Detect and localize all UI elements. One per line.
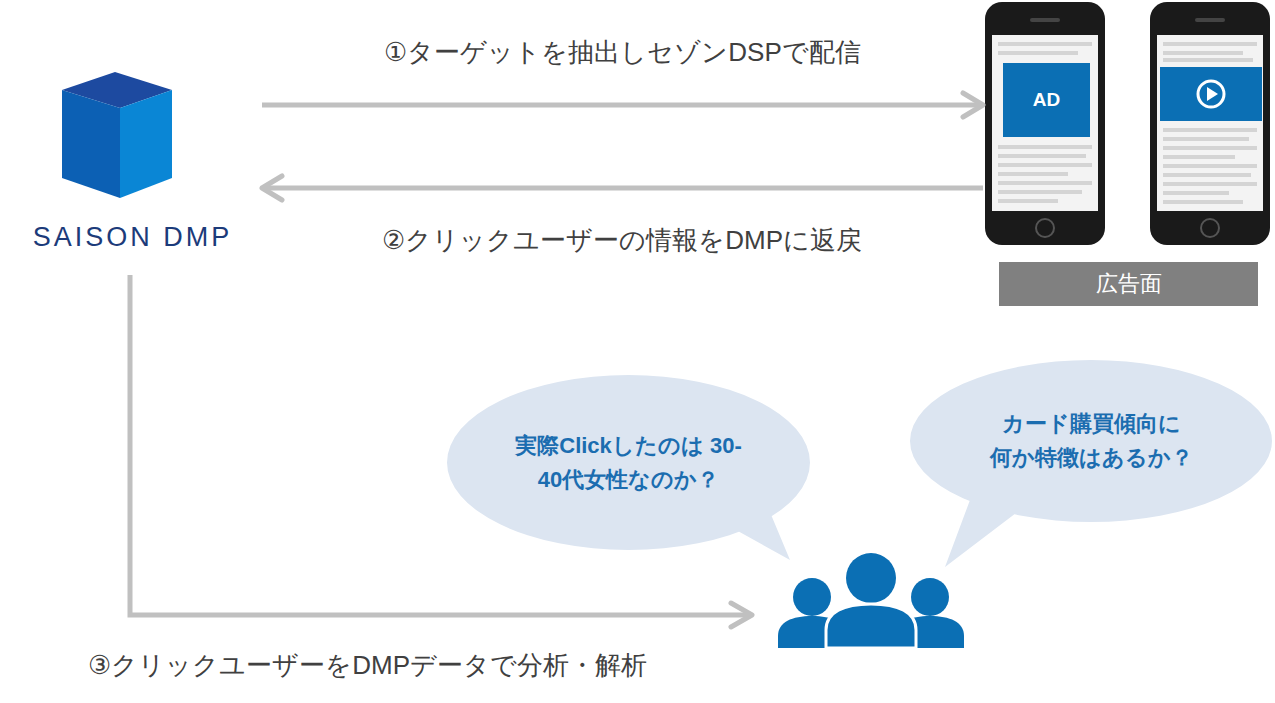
screen-lines <box>998 42 1092 203</box>
node-text: 実際Clickしたのは 30-40代女性なのか？ <box>509 429 749 497</box>
users-icon <box>778 553 964 648</box>
phone-illustration <box>1150 2 1270 245</box>
video-box <box>1160 67 1262 121</box>
phone-button <box>1036 219 1054 237</box>
phone-button <box>1201 219 1219 237</box>
bubble-shape <box>910 360 1272 567</box>
ad-box: AD <box>1003 63 1090 137</box>
bubble-shape <box>447 375 810 560</box>
phone-illustration <box>985 2 1105 245</box>
phone-speaker <box>1195 18 1225 22</box>
speech-bubble: 実際Clickしたのは 30-40代女性なのか？ <box>447 375 810 550</box>
bubble-shape <box>910 360 1272 522</box>
arrow-head <box>731 603 752 627</box>
edge-label: ②クリックユーザーの情報をDMPに返戻 <box>382 223 862 257</box>
play-icon <box>1198 81 1224 107</box>
flow-arrow <box>262 103 983 108</box>
speech-bubble: カード購買傾向に 何か特徴はあるか？ <box>910 360 1272 522</box>
cube-logo <box>62 72 172 198</box>
phone-speaker <box>1030 18 1060 22</box>
phone-screen <box>992 35 1098 211</box>
node-text: カード購買傾向に 何か特徴はあるか？ <box>971 407 1211 475</box>
analysis-arrow <box>130 275 750 615</box>
edge-label: ①ターゲットを抽出しセゾンDSPで配信 <box>384 35 861 69</box>
bubble-shape <box>447 375 810 550</box>
ad-surface: 広告面 AD <box>985 0 1272 306</box>
logo-node: SAISON DMP <box>5 62 260 257</box>
node-text: SAISON DMP <box>33 222 233 257</box>
phone-screen <box>1157 35 1263 211</box>
flow-arrow <box>262 186 983 191</box>
screen-lines <box>1163 42 1257 204</box>
play-icon <box>1207 87 1218 101</box>
cube-left <box>62 90 120 198</box>
node-text: AD <box>1033 89 1060 111</box>
cube-right <box>120 90 172 198</box>
node-text: 広告面 <box>999 262 1258 306</box>
phone-body <box>985 2 1105 245</box>
step-label: ③クリックユーザーをDMPデータで分析・解析 <box>88 648 647 682</box>
phone-body <box>1150 2 1270 245</box>
